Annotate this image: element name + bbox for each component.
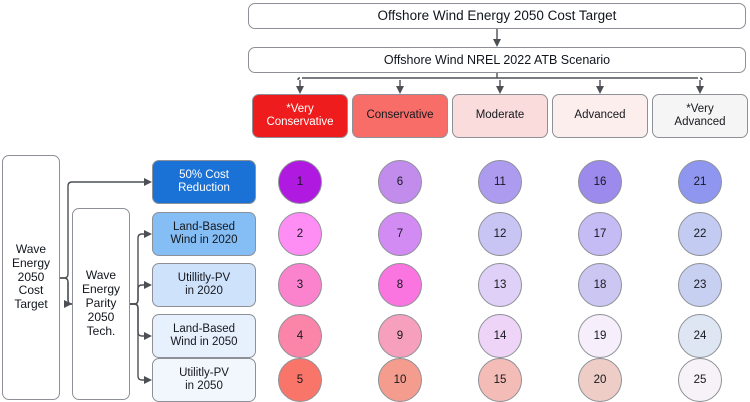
grid-cell-25[interactable]: 25 [678, 358, 722, 402]
grid-cell-6[interactable]: 6 [378, 160, 422, 204]
grid-cell-3[interactable]: 3 [278, 263, 322, 307]
page-title: Offshore Wind Energy 2050 Cost Target [248, 3, 746, 29]
wave-energy-parity-2050-tech-box: Wave Energy Parity 2050 Tech. [72, 208, 130, 400]
grid-cell-11[interactable]: 11 [478, 160, 522, 204]
scenario-header-0[interactable]: *Very Conservative [252, 94, 348, 138]
grid-cell-15[interactable]: 15 [478, 358, 522, 402]
wave-energy-2050-cost-target-box: Wave Energy 2050 Cost Target [2, 155, 60, 400]
scenario-header-4[interactable]: *Very Advanced [652, 94, 748, 138]
technology-row-label-3[interactable]: Land-Based Wind in 2050 [152, 314, 256, 358]
technology-row-label-0[interactable]: 50% Cost Reduction [152, 160, 256, 204]
technology-row-label-1[interactable]: Land-Based Wind in 2020 [152, 212, 256, 256]
scenario-header-1[interactable]: Conservative [352, 94, 448, 138]
technology-row-label-2[interactable]: Utillitly-PV in 2020 [152, 263, 256, 307]
grid-cell-18[interactable]: 18 [578, 263, 622, 307]
grid-cell-20[interactable]: 20 [578, 358, 622, 402]
scenario-header-2[interactable]: Moderate [452, 94, 548, 138]
scenario-title: Offshore Wind NREL 2022 ATB Scenario [248, 47, 746, 73]
scenario-header-3[interactable]: Advanced [552, 94, 648, 138]
grid-cell-16[interactable]: 16 [578, 160, 622, 204]
grid-cell-1[interactable]: 1 [278, 160, 322, 204]
grid-cell-13[interactable]: 13 [478, 263, 522, 307]
grid-cell-19[interactable]: 19 [578, 314, 622, 358]
grid-cell-2[interactable]: 2 [278, 212, 322, 256]
grid-cell-12[interactable]: 12 [478, 212, 522, 256]
grid-cell-14[interactable]: 14 [478, 314, 522, 358]
grid-cell-8[interactable]: 8 [378, 263, 422, 307]
grid-cell-7[interactable]: 7 [378, 212, 422, 256]
grid-cell-17[interactable]: 17 [578, 212, 622, 256]
grid-cell-9[interactable]: 9 [378, 314, 422, 358]
grid-cell-22[interactable]: 22 [678, 212, 722, 256]
grid-cell-24[interactable]: 24 [678, 314, 722, 358]
grid-cell-5[interactable]: 5 [278, 358, 322, 402]
grid-cell-10[interactable]: 10 [378, 358, 422, 402]
technology-row-label-4[interactable]: Utilitly-PV in 2050 [152, 358, 256, 402]
grid-cell-4[interactable]: 4 [278, 314, 322, 358]
grid-cell-23[interactable]: 23 [678, 263, 722, 307]
grid-cell-21[interactable]: 21 [678, 160, 722, 204]
